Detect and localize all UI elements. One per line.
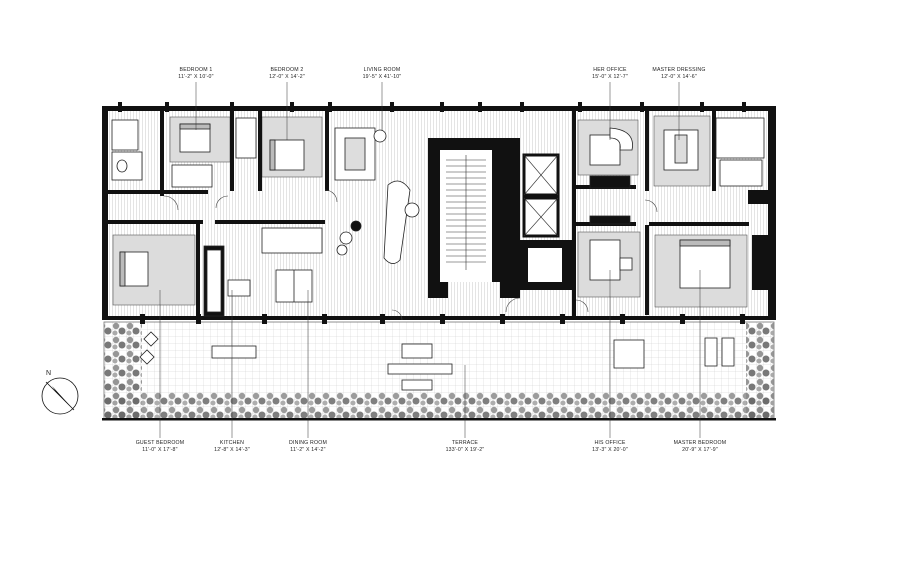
room-dims: 11'-2" X 10'-0": [178, 74, 214, 80]
room-name: HER OFFICE: [593, 67, 627, 73]
room-label-master-dressing: MASTER DRESSING 12'-0" X 14'-6": [646, 67, 712, 81]
room-dims: 11'-0" X 17'-8": [142, 447, 178, 453]
room-name: TERRACE: [451, 440, 479, 446]
room-dims: 15'-0" X 12'-7": [592, 74, 628, 80]
room-dims: 12'-0" X 14'-6": [661, 74, 697, 80]
room-label-master-bedroom: MASTER BEDROOM 20'-9" X 17'-9": [668, 440, 732, 454]
bottom-columns: [140, 314, 745, 324]
room-dims: 19'-5" X 41'-10": [362, 74, 402, 80]
room-name: DINING ROOM: [289, 440, 327, 446]
room-dims: 12'-0" X 14'-2": [269, 74, 305, 80]
room-name: MASTER BEDROOM: [673, 440, 727, 446]
terrace-dining-table: [211, 345, 257, 359]
room-dims: 20'-9" X 17'-9": [682, 447, 718, 453]
building-core: [428, 138, 572, 298]
north-arrow-icon: [41, 377, 79, 415]
room-name: GUEST BEDROOM: [135, 440, 185, 446]
terrace-furniture: [139, 331, 735, 391]
room-name: MASTER DRESSING: [652, 67, 706, 73]
room-label-bedroom-1: BEDROOM 1 11'-2" X 10'-0": [166, 67, 226, 81]
room-label-his-office: HIS OFFICE 13'-3" X 20'-0": [580, 440, 640, 454]
leader-lines: [159, 82, 701, 438]
room-label-her-office: HER OFFICE 15'-0" X 12'-7": [580, 67, 640, 81]
room-label-dining-room: DINING ROOM 11'-2" X 14'-2": [278, 440, 338, 454]
door-swings: [163, 189, 658, 321]
bed-master: [679, 239, 731, 289]
office-furniture: [589, 127, 699, 281]
room-dims: 11'-2" X 14'-2": [290, 447, 326, 453]
room-label-kitchen: KITCHEN 12'-8" X 14'-3": [202, 440, 262, 454]
room-label-terrace: TERRACE 133'-0" X 19'-2": [435, 440, 495, 454]
compass-label: N: [46, 370, 52, 377]
window-columns: [118, 102, 746, 112]
planter-bottom: [104, 392, 774, 420]
room-dims: 12'-8" X 14'-3": [214, 447, 250, 453]
kitchen-dining: [203, 245, 313, 317]
living-furniture: [334, 127, 420, 264]
beds: [119, 123, 731, 289]
room-label-guest-bedroom: GUEST BEDROOM 11'-0" X 17'-8": [128, 440, 192, 454]
room-label-bedroom-2: BEDROOM 2 12'-0" X 14'-2": [257, 67, 317, 81]
room-dims: 13'-3" X 20'-0": [592, 447, 628, 453]
interior-walls: [108, 111, 770, 316]
room-name: BEDROOM 1: [179, 67, 213, 73]
room-dims: 133'-0" X 19'-2": [445, 447, 485, 453]
room-label-living-room: LIVING ROOM 19'-5" X 41'-10": [352, 67, 412, 81]
room-name: BEDROOM 2: [270, 67, 304, 73]
bathroom-fixtures: [111, 117, 765, 254]
room-name: HIS OFFICE: [594, 440, 626, 446]
bed-bedroom-2: [269, 139, 305, 171]
exterior-walls: [102, 106, 776, 421]
room-name: LIVING ROOM: [363, 67, 401, 73]
room-name: KITCHEN: [219, 440, 245, 446]
